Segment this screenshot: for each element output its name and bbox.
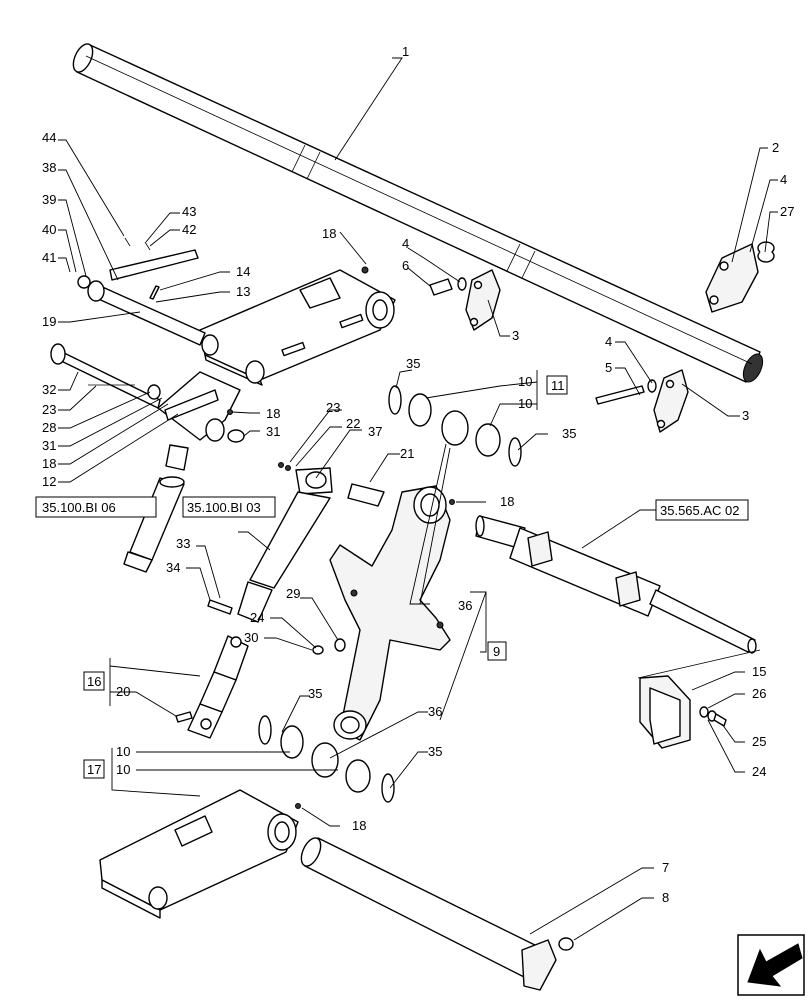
callout-24: 24 [752,764,766,779]
callout-37: 37 [368,424,382,439]
callout-15: 15 [752,664,766,679]
callout-43: 43 [182,204,196,219]
callout-35: 35 [406,356,420,371]
callout-30: 30 [244,630,258,645]
shaft-part-1 [72,43,764,383]
callout-44: 44 [42,130,56,145]
lift-link-part-12 [50,343,245,443]
callout-10: 10 [518,396,532,411]
callout-labels: 1 2 4 27 4 6 3 4 5 3 18 44 38 39 40 41 4… [42,44,794,905]
callout-38: 38 [42,160,56,175]
bushing-set-upper [388,385,522,467]
callout-6: 6 [402,258,409,273]
bushing-set-lower [258,715,395,803]
section-ref-ac02[interactable]: 35.565.AC 02 [660,503,740,518]
callout-23: 23 [326,400,340,415]
boxed-callout-11: 11 [551,378,565,393]
callout-1: 1 [402,44,409,59]
callout-4: 4 [780,172,787,187]
callout-35: 35 [562,426,576,441]
callout-21: 21 [400,446,414,461]
callout-33: 33 [176,536,190,551]
callout-36: 36 [458,598,472,613]
boxed-callout-16: 16 [87,674,101,689]
hydraulic-cylinder-ac02 [475,515,757,654]
callout-24: 24 [250,610,264,625]
hydraulic-cylinder-bi03 [237,462,385,623]
callout-12: 12 [42,474,56,489]
callout-2: 2 [772,140,779,155]
callout-18: 18 [42,456,56,471]
roller-part-7 [300,837,574,991]
bracket-part-15 [637,649,761,749]
boxed-callout-9: 9 [493,644,500,659]
callout-32: 32 [42,382,56,397]
callout-18: 18 [352,818,366,833]
callout-35: 35 [428,744,442,759]
clamp-bracket-part-3a [429,269,501,331]
callout-10: 10 [518,374,532,389]
callout-18: 18 [500,494,514,509]
callout-18: 18 [322,226,336,241]
callout-29: 29 [286,586,300,601]
section-ref-bi06[interactable]: 35.100.BI 06 [42,500,116,515]
callout-3: 3 [742,408,749,423]
clamp-bracket-part-3b [595,369,689,433]
callout-19: 19 [42,314,56,329]
callout-41: 41 [42,250,56,265]
callout-39: 39 [42,192,56,207]
leader-lines [58,57,778,941]
section-ref-bi03[interactable]: 35.100.BI 03 [187,500,261,515]
callout-7: 7 [662,860,669,875]
callout-23: 23 [42,402,56,417]
callout-31: 31 [266,424,280,439]
callout-14: 14 [236,264,250,279]
callout-8: 8 [662,890,669,905]
stabilizer-chain-16 [175,635,249,739]
callout-26: 26 [752,686,766,701]
navigation-arrow-icon[interactable] [737,934,805,996]
callout-5: 5 [605,360,612,375]
hydraulic-cylinder-bi06 [123,444,189,573]
callout-10: 10 [116,762,130,777]
callout-42: 42 [182,222,196,237]
clamp-bracket-part-2 [705,241,775,313]
callout-4: 4 [605,334,612,349]
boxed-callout-17: 17 [87,762,101,777]
callout-34: 34 [166,560,180,575]
lower-arm-17 [99,789,301,919]
boxed-callouts: 11 9 16 17 [83,375,568,779]
callout-18: 18 [266,406,280,421]
callout-36: 36 [428,704,442,719]
lower-link-arm-9 [329,485,455,741]
callout-28: 28 [42,420,56,435]
callout-40: 40 [42,222,56,237]
callout-13: 13 [236,284,250,299]
callout-3: 3 [512,328,519,343]
upper-arm-assembly [77,237,396,386]
callout-31: 31 [42,438,56,453]
callout-10: 10 [116,744,130,759]
callout-27: 27 [780,204,794,219]
callout-22: 22 [346,416,360,431]
callout-35: 35 [308,686,322,701]
callout-25: 25 [752,734,766,749]
section-references: 35.100.BI 06 35.100.BI 03 35.565.AC 02 [35,496,749,521]
callout-20: 20 [116,684,130,699]
callout-4: 4 [402,236,409,251]
